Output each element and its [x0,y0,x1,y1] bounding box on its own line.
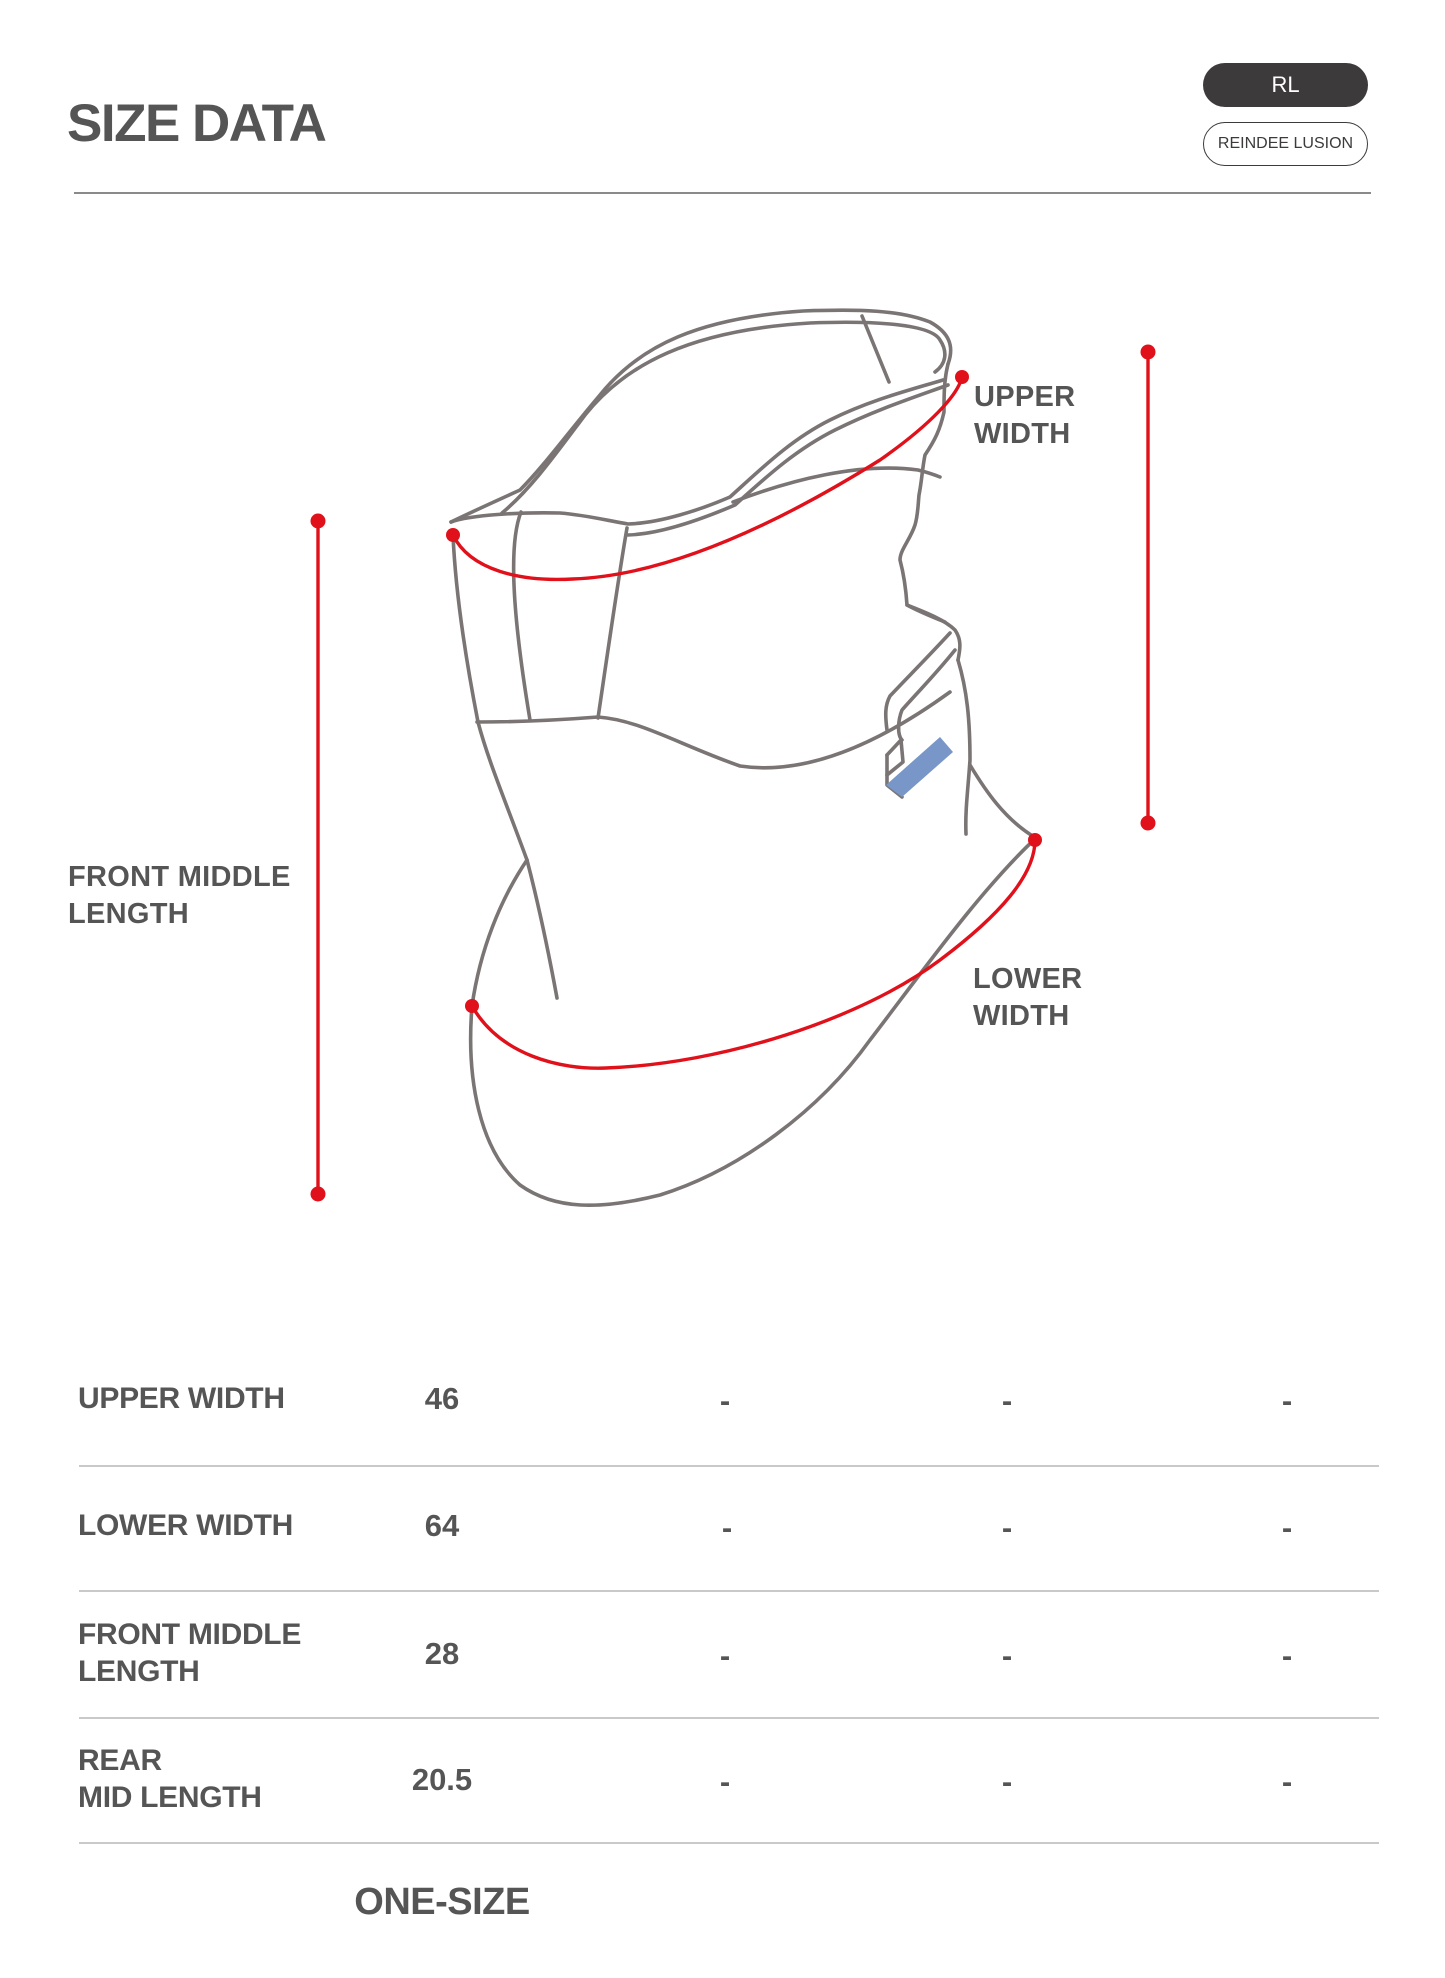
row-divider [79,1842,1379,1844]
brand-badge-full: REINDEE LUSION [1203,122,1368,166]
measurement-lines [316,350,1150,1196]
page-title: SIZE DATA [67,94,327,153]
garment-outline [449,308,1038,1208]
size-value: - [1001,1638,1013,1673]
row-label: UPPER WIDTH [78,1382,285,1415]
measurement-endpoints [310,344,1156,1202]
size-value: - [719,1383,731,1418]
size-value: - [719,1764,731,1799]
row-label: FRONT MIDDLE LENGTH [78,1618,302,1688]
front-middle-length-label: FRONT MIDDLE LENGTH [68,861,291,930]
size-value: - [1001,1510,1013,1545]
row-label: REAR MID LENGTH [78,1744,262,1814]
row-divider [79,1465,1379,1467]
zipper-tab-icon [886,737,953,797]
neck-gaiter-diagram [310,308,1156,1208]
row-divider [79,1590,1379,1592]
size-value: - [1281,1383,1293,1418]
size-column-label: ONE-SIZE [354,1881,530,1923]
size-value: - [1001,1383,1013,1418]
size-value: 64 [424,1508,460,1543]
size-value: - [721,1510,733,1545]
brand-badge-short: RL [1203,63,1368,107]
row-label: LOWER WIDTH [78,1509,293,1542]
size-value: 20.5 [411,1762,473,1797]
lower-width-label: LOWER WIDTH [973,963,1083,1032]
size-value: 46 [424,1381,460,1416]
size-value: - [1281,1510,1293,1545]
size-value: - [719,1638,731,1673]
size-value: - [1001,1764,1013,1799]
header-divider [74,192,1371,194]
upper-width-label: UPPER WIDTH [974,381,1076,450]
size-value: 28 [424,1636,460,1671]
row-divider [79,1717,1379,1719]
size-value: - [1281,1764,1293,1799]
size-value: - [1281,1638,1293,1673]
